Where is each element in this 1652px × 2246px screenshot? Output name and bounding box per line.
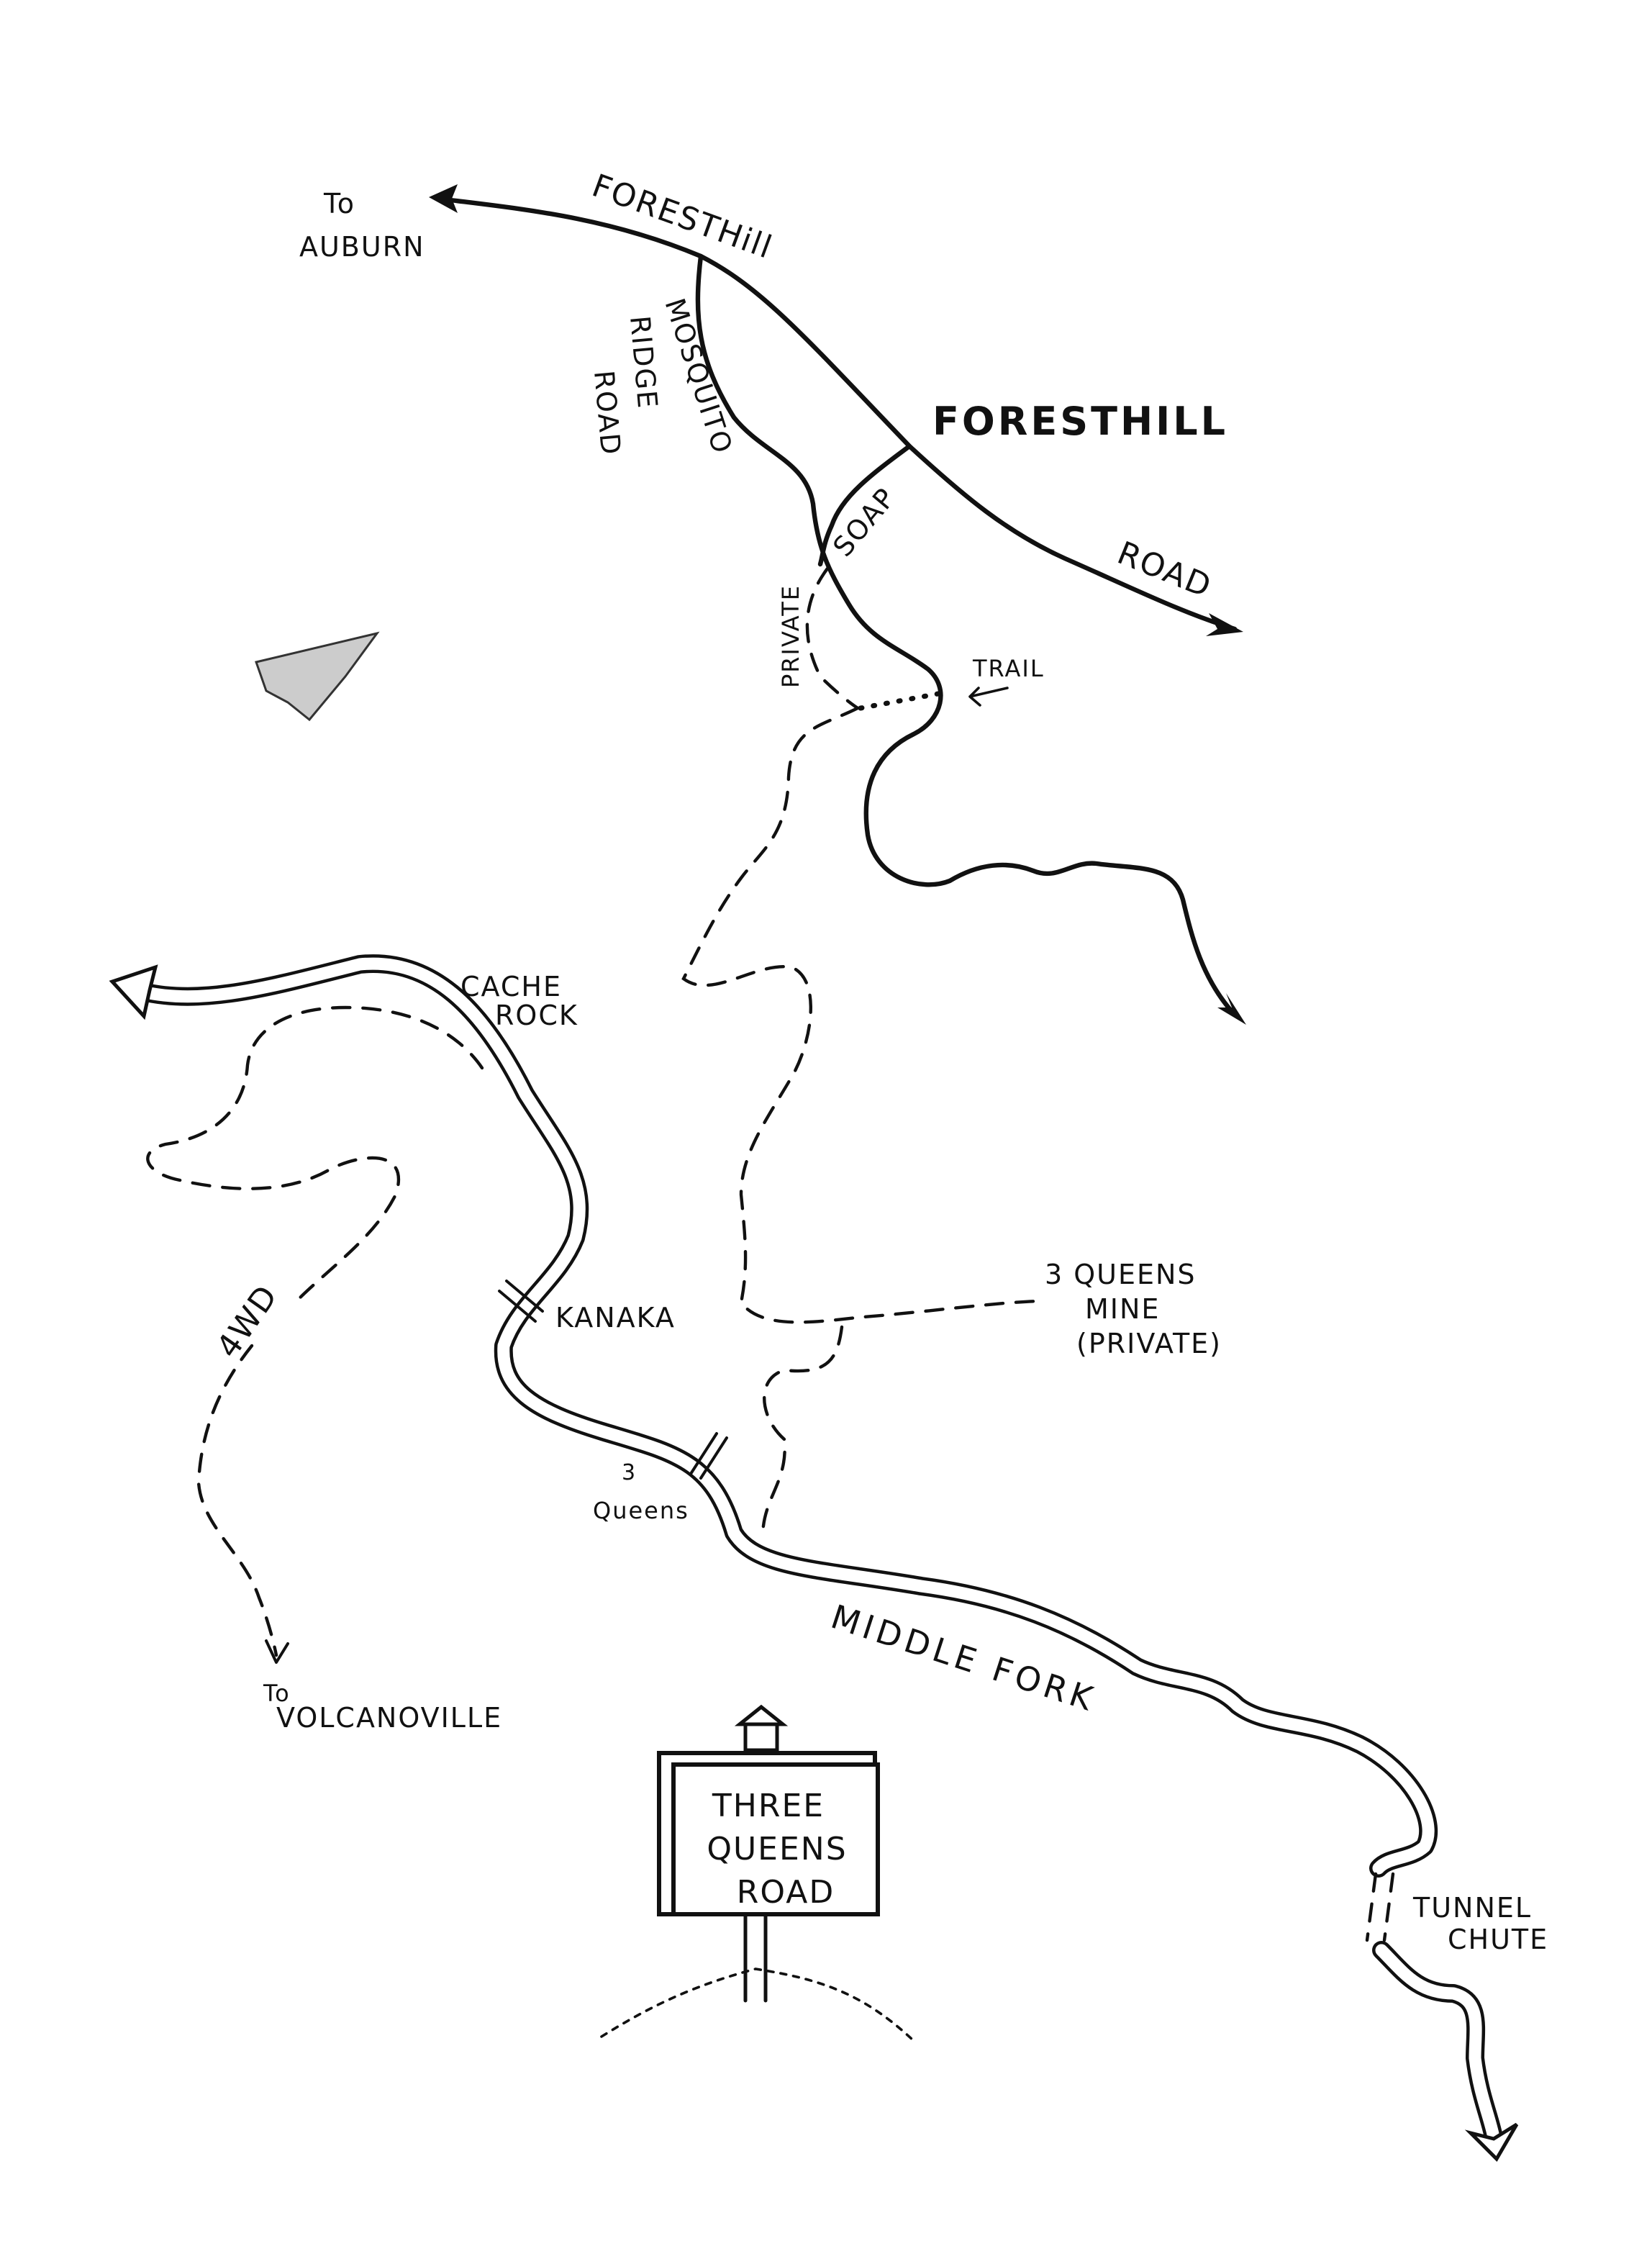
river-arrow-west-icon — [109, 964, 158, 1020]
label-ridge: RIDGE — [624, 314, 663, 411]
label-foresthill-road: FORESTHill — [587, 167, 777, 266]
sign-line-2: QUEENS — [707, 1831, 847, 1867]
three-queens-trail — [681, 706, 1041, 1324]
arrow-mosquito-end-icon — [1217, 993, 1246, 1025]
foresthill-road — [436, 196, 1238, 632]
fourwd-road-lower — [196, 1344, 278, 1657]
private-road — [805, 566, 860, 710]
label-to-volcanoville: To — [263, 1680, 291, 1707]
label-rock: ROCK — [495, 1000, 578, 1031]
sign-line-1: THREE — [712, 1788, 825, 1824]
arrow-to-volcanoville-icon — [265, 1639, 289, 1664]
label-tunnel: TUNNEL — [1412, 1892, 1532, 1924]
label-private: PRIVATE — [777, 584, 804, 688]
label-trail: TRAIL — [972, 655, 1045, 682]
label-chute: CHUTE — [1448, 1924, 1548, 1955]
sign-line-3: ROAD — [737, 1874, 835, 1911]
trail-arrow-icon — [968, 687, 1009, 707]
mine-branch-trail — [761, 1325, 844, 1539]
three-queens-bridge-icon — [689, 1432, 728, 1480]
fourwd-road-upper — [146, 1005, 484, 1305]
three-queens-road-sign: THREE QUEENS ROAD — [600, 1704, 915, 2042]
soap-road — [817, 443, 912, 567]
tunnel-chute — [1365, 1872, 1395, 1942]
middle-fork-river — [127, 954, 1503, 2147]
label-kanaka: KANAKA — [555, 1302, 676, 1333]
label-cache: CACHE — [460, 971, 562, 1002]
label-soap: SOAP — [827, 481, 902, 563]
label-mine-2: MINE — [1085, 1293, 1160, 1325]
label-volcanoville: VOLCANOVILLE — [276, 1702, 502, 1734]
label-mosquito-road: ROAD — [588, 369, 627, 457]
mosquito-ridge-road — [695, 253, 1238, 1018]
label-foresthill-town: FORESTHILL — [932, 399, 1228, 444]
trail-path — [858, 691, 941, 711]
label-queens: Queens — [593, 1497, 689, 1524]
arrow-road-east-icon — [1206, 613, 1243, 636]
kanaka-bridge-icon — [498, 1280, 544, 1323]
label-mine-3: (PRIVATE) — [1076, 1328, 1222, 1359]
label-auburn: AUBURN — [299, 231, 425, 263]
label-4wd: 4WD — [209, 1278, 286, 1364]
arrow-to-auburn-icon — [429, 184, 458, 213]
arrowhead-artifact-icon — [255, 631, 380, 722]
label-to-auburn: To — [323, 188, 355, 219]
label-road: ROAD — [1112, 535, 1217, 605]
river-arrow-south-icon — [1464, 2122, 1519, 2163]
label-mine-1: 3 QUEENS — [1045, 1259, 1197, 1290]
label-3: 3 — [622, 1460, 637, 1485]
